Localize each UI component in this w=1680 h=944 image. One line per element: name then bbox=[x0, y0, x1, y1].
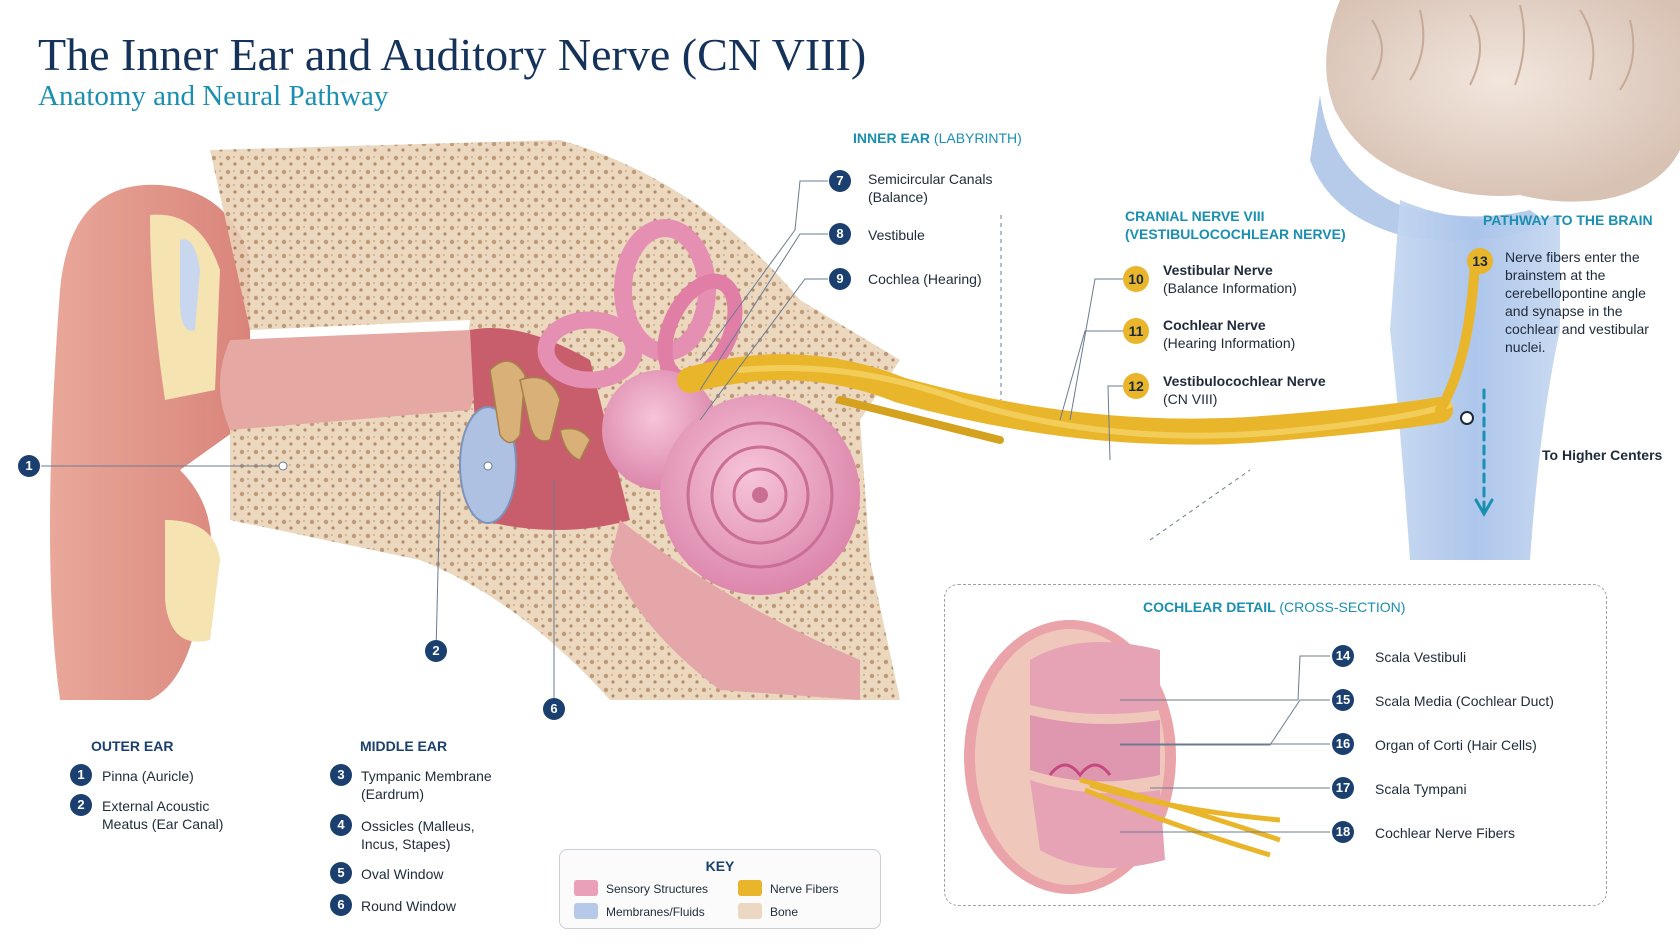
label-semicircular-canals-name: Semicircular Canals bbox=[868, 171, 993, 187]
label-higher-centers: To Higher Centers bbox=[1542, 447, 1663, 463]
page-subtitle: Anatomy and Neural Pathway bbox=[38, 80, 389, 112]
label-cochlea-name: Cochlea bbox=[868, 271, 920, 287]
label-tympanic-membrane: Tympanic Membrane (Eardrum) bbox=[361, 767, 492, 803]
pathway-line-5: cochlear and vestibular bbox=[1505, 321, 1649, 337]
label-vestibule: Vestibule bbox=[868, 227, 925, 243]
callout-12: 12 bbox=[1123, 373, 1149, 399]
label-semicircular-canals-note: (Balance) bbox=[868, 189, 928, 205]
cochlear-cross-section bbox=[964, 620, 1281, 894]
callout-1: 1 bbox=[18, 455, 40, 477]
middle-ear-num-5: 5 bbox=[330, 862, 352, 884]
callout-16: 16 bbox=[1332, 733, 1354, 755]
callout-15: 15 bbox=[1332, 689, 1354, 711]
inner-ear-heading-note: (LABYRINTH) bbox=[933, 130, 1022, 146]
vestibulocochlear-nerve-shape bbox=[677, 255, 1494, 518]
pathway-heading: PATHWAY TO THE BRAIN bbox=[1483, 212, 1653, 228]
label-vestibulocochlear-nerve-name: Vestibulocochlear Nerve bbox=[1163, 373, 1326, 389]
label-ossicles-line2: Incus, Stapes) bbox=[361, 836, 451, 852]
label-vestibular-nerve-note: (Balance Information) bbox=[1163, 280, 1297, 296]
cochlear-detail-heading-text: COCHLEAR DETAIL bbox=[1143, 599, 1276, 615]
key-heading: KEY bbox=[705, 858, 735, 874]
outer-ear-heading: OUTER EAR bbox=[91, 738, 174, 754]
cochlear-detail-box bbox=[944, 584, 1607, 906]
outer-ear-num-2: 2 bbox=[70, 794, 92, 816]
inner-ear-heading: INNER EAR (LABYRINTH) bbox=[853, 130, 1022, 146]
outer-ear-num-1: 1 bbox=[70, 764, 92, 786]
key-label-membranes: Membranes/Fluids bbox=[606, 905, 705, 919]
label-cochlear-nerve-note: (Hearing Information) bbox=[1163, 335, 1296, 351]
middle-ear-num-3: 3 bbox=[330, 764, 352, 786]
cochlear-detail-heading: COCHLEAR DETAIL (CROSS-SECTION) bbox=[1143, 599, 1405, 615]
label-external-meatus: External Acoustic Meatus (Ear Canal) bbox=[102, 797, 223, 833]
callout-14: 14 bbox=[1332, 645, 1354, 667]
middle-ear-num-4: 4 bbox=[330, 814, 352, 836]
label-vestibulocochlear-nerve: Vestibulocochlear Nerve (CN VIII) bbox=[1163, 372, 1326, 408]
label-tympanic-membrane-line1: Tympanic Membrane bbox=[361, 768, 492, 784]
callout-17: 17 bbox=[1332, 777, 1354, 799]
label-pinna: Pinna (Auricle) bbox=[102, 768, 194, 784]
pathway-line-6: nuclei. bbox=[1505, 339, 1546, 355]
key-swatch-sensory bbox=[574, 880, 598, 896]
leader-lines bbox=[41, 180, 1251, 707]
pathway-description: Nerve fibers enter the brainstem at the … bbox=[1505, 248, 1649, 356]
label-round-window: Round Window bbox=[361, 898, 456, 914]
label-semicircular-canals: Semicircular Canals (Balance) bbox=[868, 170, 992, 206]
middle-ear-heading: MIDDLE EAR bbox=[360, 738, 448, 754]
ossicles-shape bbox=[489, 360, 591, 461]
label-cochlea: Cochlea (Hearing) bbox=[868, 270, 982, 288]
pathway-line-4: and synapse in the bbox=[1505, 303, 1623, 319]
cochlear-detail-heading-note: (CROSS-SECTION) bbox=[1279, 599, 1406, 615]
key-swatch-nerve bbox=[738, 880, 762, 896]
key-swatch-membranes bbox=[574, 903, 598, 919]
label-oval-window: Oval Window bbox=[361, 866, 444, 882]
callout-9: 9 bbox=[829, 268, 851, 290]
label-external-meatus-line1: External Acoustic bbox=[102, 798, 210, 814]
label-vestibulocochlear-nerve-note: (CN VIII) bbox=[1163, 391, 1218, 407]
callout-8: 8 bbox=[829, 223, 851, 245]
label-organ-of-corti: Organ of Corti (Hair Cells) bbox=[1375, 737, 1537, 753]
cranial-nerve-heading-2: (VESTIBULOCOCHLEAR NERVE) bbox=[1125, 226, 1346, 242]
label-ossicles: Ossicles (Malleus, Incus, Stapes) bbox=[361, 817, 475, 853]
cranial-nerve-heading: CRANIAL NERVE VIII bbox=[1125, 208, 1265, 224]
label-vestibular-nerve-name: Vestibular Nerve bbox=[1163, 262, 1273, 278]
label-external-meatus-line2: Meatus (Ear Canal) bbox=[102, 816, 224, 832]
pathway-line-2: brainstem at the bbox=[1505, 267, 1606, 283]
label-cochlear-nerve-fibers: Cochlear Nerve Fibers bbox=[1375, 825, 1516, 841]
key-swatch-bone bbox=[738, 903, 762, 919]
label-scala-vestibuli: Scala Vestibuli bbox=[1375, 649, 1467, 665]
label-cochlea-note: (Hearing) bbox=[923, 271, 982, 287]
callout-6: 6 bbox=[543, 698, 565, 720]
key-label-bone: Bone bbox=[770, 905, 799, 919]
label-ossicles-line1: Ossicles (Malleus, bbox=[361, 818, 475, 834]
middle-ear-num-6: 6 bbox=[330, 894, 352, 916]
brain-illustration bbox=[1310, 0, 1680, 560]
label-scala-media: Scala Media (Cochlear Duct) bbox=[1375, 693, 1554, 709]
label-cochlear-nerve-name: Cochlear Nerve bbox=[1163, 317, 1266, 333]
inner-ear-heading-text: INNER EAR bbox=[853, 130, 931, 146]
key-label-nerve: Nerve Fibers bbox=[770, 882, 839, 896]
key-label-sensory: Sensory Structures bbox=[606, 882, 709, 896]
label-vestibular-nerve: Vestibular Nerve (Balance Information) bbox=[1163, 261, 1297, 297]
page-title: The Inner Ear and Auditory Nerve (CN VII… bbox=[38, 29, 867, 80]
callout-18: 18 bbox=[1332, 821, 1354, 843]
callout-13: 13 bbox=[1467, 248, 1493, 274]
pathway-line-3: cerebellopontine angle bbox=[1505, 285, 1646, 301]
callout-2: 2 bbox=[425, 640, 447, 662]
callout-11: 11 bbox=[1123, 318, 1149, 344]
pathway-line-1: Nerve fibers enter the bbox=[1505, 249, 1640, 265]
callout-10: 10 bbox=[1123, 266, 1149, 292]
outer-ear-illustration bbox=[50, 184, 250, 701]
cranial-nerve-heading-line1: CRANIAL NERVE VIII bbox=[1125, 208, 1265, 224]
labyrinth-shape bbox=[537, 219, 860, 595]
label-tympanic-membrane-line2: (Eardrum) bbox=[361, 786, 425, 802]
label-cochlear-nerve: Cochlear Nerve (Hearing Information) bbox=[1163, 316, 1295, 352]
callout-7: 7 bbox=[829, 170, 851, 192]
key-box: KEY Sensory Structures Nerve Fibers Memb… bbox=[559, 849, 881, 929]
label-scala-tympani: Scala Tympani bbox=[1375, 781, 1467, 797]
cochlear-leader-lines bbox=[1120, 655, 1330, 833]
